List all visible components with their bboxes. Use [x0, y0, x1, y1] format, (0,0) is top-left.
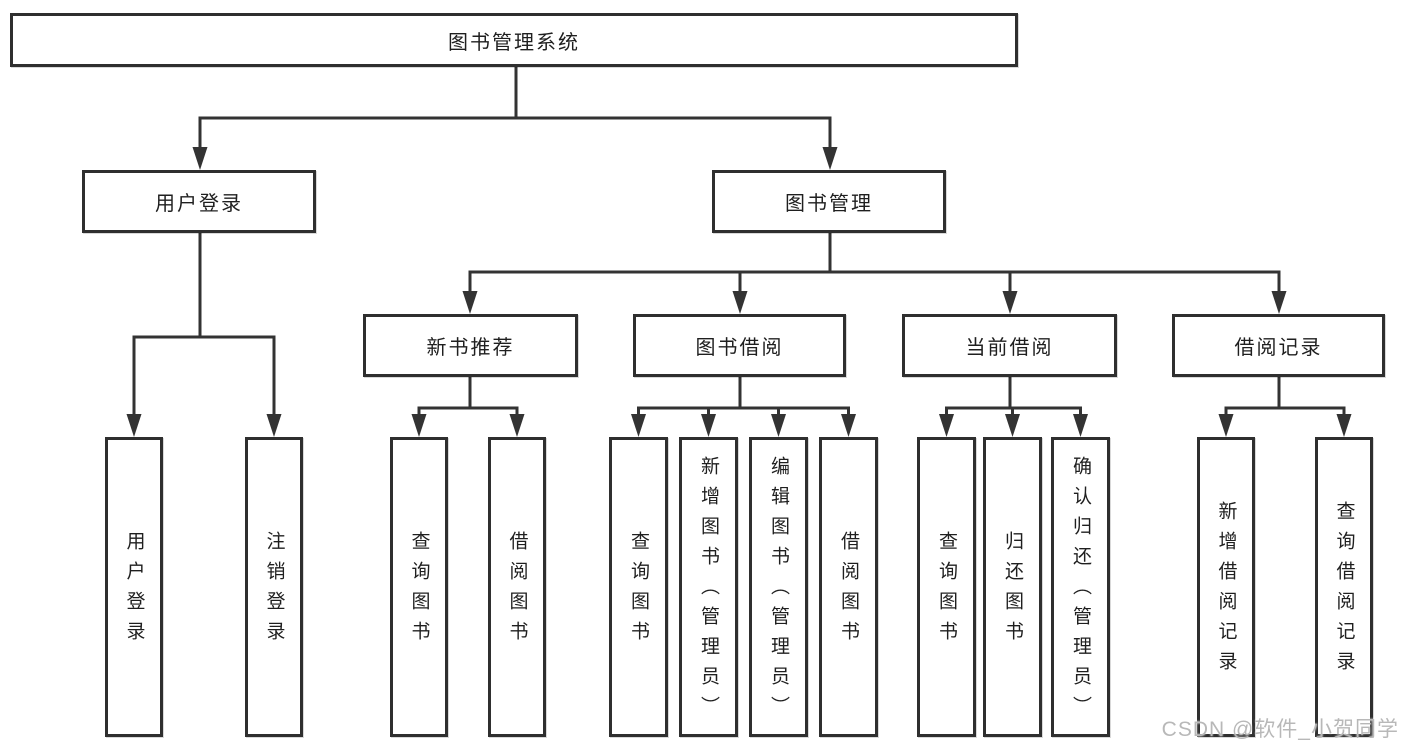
- node-library-management-system: 图书管理系统: [10, 13, 1018, 67]
- node-current-borrow: 当前借阅: [902, 314, 1117, 377]
- node-query-books-current: 查询图书: [917, 437, 976, 737]
- node-logout: 注销登录: [245, 437, 303, 737]
- node-user-login-branch: 用户登录: [82, 170, 316, 233]
- node-return-book: 归还图书: [983, 437, 1042, 737]
- node-book-management: 图书管理: [712, 170, 946, 233]
- node-borrow-books: 借阅图书: [819, 437, 878, 737]
- node-user-login: 用户登录: [105, 437, 163, 737]
- node-query-books-recommend: 查询图书: [390, 437, 448, 737]
- node-borrow-records: 借阅记录: [1172, 314, 1385, 377]
- node-add-borrow-record: 新增借阅记录: [1197, 437, 1255, 737]
- node-confirm-return-admin: 确认归还（管理员）: [1051, 437, 1110, 737]
- node-query-books-borrow: 查询图书: [609, 437, 668, 737]
- node-new-book-recommend: 新书推荐: [363, 314, 578, 377]
- node-add-book-admin: 新增图书（管理员）: [679, 437, 738, 737]
- node-edit-book-admin: 编辑图书（管理员）: [749, 437, 808, 737]
- node-book-borrow: 图书借阅: [633, 314, 846, 377]
- node-query-borrow-record: 查询借阅记录: [1315, 437, 1373, 737]
- csdn-watermark: CSDN @软件_小贺同学: [1161, 718, 1399, 741]
- node-borrow-books-recommend: 借阅图书: [488, 437, 546, 737]
